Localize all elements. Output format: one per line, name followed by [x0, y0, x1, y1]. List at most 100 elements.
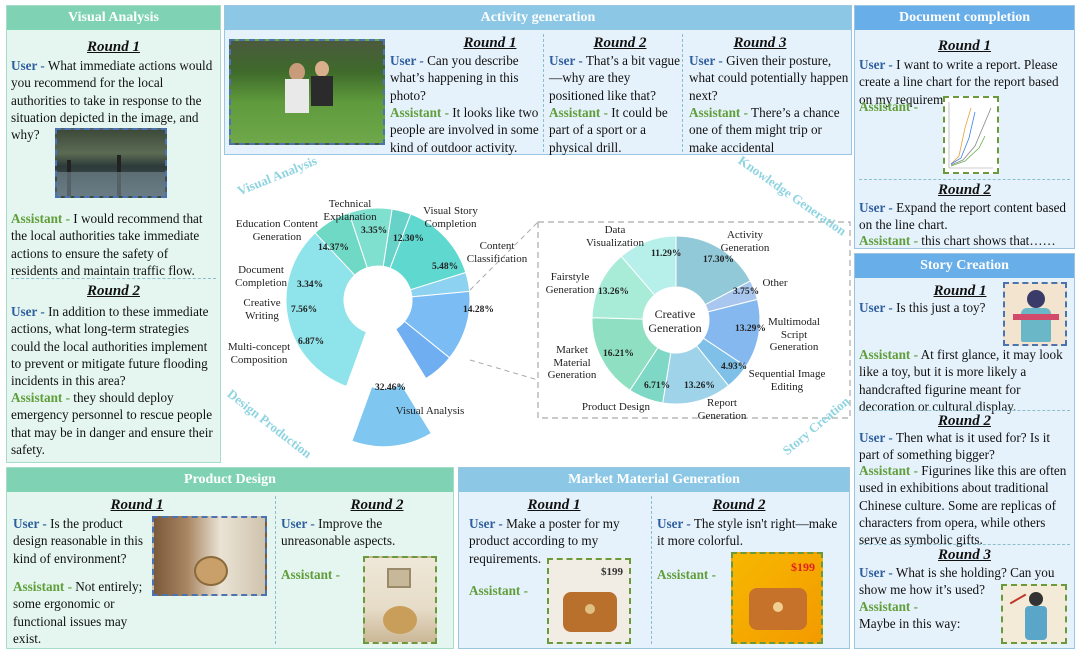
slice-label: Document Completion — [235, 264, 287, 289]
round-label: Round 1 — [938, 38, 991, 54]
slice-label: Technical Explanation — [323, 198, 377, 223]
panel-title: Market Material Generation — [459, 468, 849, 492]
toilet-image-original — [152, 516, 267, 596]
panel-title: Activity generation — [225, 6, 851, 30]
slice-value: 4.93% — [721, 362, 748, 372]
user-message: User - Then what is it used for? Is it p… — [859, 430, 1051, 463]
round-label: Round 3 — [733, 35, 787, 51]
visual-analysis-panel: Visual Analysis Round 1 User - What imme… — [6, 5, 221, 463]
user-message: User - Is the product design reasonable … — [13, 516, 144, 566]
assistant-label: Assistant - — [657, 567, 716, 582]
assistant-label: Assistant - — [859, 599, 918, 614]
slice-value: 6.71% — [644, 381, 671, 391]
assistant-message: Assistant - It could be part of a sport … — [549, 105, 668, 155]
slice-value: 14.37% — [318, 243, 349, 253]
round-label: Round 1 — [527, 497, 581, 513]
document-completion-panel: Document completion Round 1 User - I wan… — [854, 5, 1075, 249]
assistant-message: Assistant - I would recommend that the l… — [11, 211, 203, 278]
slice-value: 14.28% — [463, 305, 494, 315]
activity-photo — [229, 39, 385, 145]
slice-label: Visual Analysis — [395, 405, 465, 417]
slice-value: 7.56% — [291, 305, 318, 315]
pie-slice — [395, 320, 451, 380]
assistant-message: Assistant - they should deploy emergency… — [11, 390, 213, 457]
assistant-message: Assistant - this chart shows that…… — [859, 233, 1056, 248]
market-material-panel: Market Material Generation Round 1 User … — [458, 467, 850, 649]
product-design-panel: Product Design Round 1 User - Is the pro… — [6, 467, 454, 649]
activity-generation-panel: Activity generation Round 1 User - Can y… — [224, 5, 852, 155]
slice-label: Market Material Generation — [547, 344, 597, 381]
user-message: User - Make a poster for my product acco… — [469, 516, 620, 566]
panel-title: Story Creation — [855, 254, 1074, 278]
panel-title: Product Design — [7, 468, 453, 492]
assistant-message: Maybe in this way: — [859, 616, 961, 631]
user-message: User - Is this just a toy? — [859, 300, 986, 315]
user-message: User - What immediate actions would you … — [11, 58, 213, 143]
pie-slice — [620, 235, 677, 296]
round-label: Round 1 — [463, 35, 517, 51]
slice-value: 32.46% — [375, 383, 406, 393]
assistant-label: Assistant - — [281, 567, 340, 582]
poster-image-colorful: $199 — [731, 552, 823, 644]
slice-value: 6.87% — [298, 337, 325, 347]
assistant-label: Assistant - — [469, 583, 528, 598]
slice-value: 13.29% — [735, 324, 766, 334]
slice-label: Product Design — [581, 401, 651, 413]
slice-label: Visual Story Completion — [423, 205, 478, 230]
user-message: User - In addition to these immediate ac… — [11, 304, 209, 389]
user-message: User - The style isn't right—make it mor… — [657, 516, 838, 549]
slice-value: 3.75% — [733, 287, 760, 297]
round-label: Round 3 — [938, 547, 991, 563]
pie-slice — [285, 232, 367, 388]
user-message: User - Can you describe what’s happening… — [390, 53, 519, 103]
panel-title: Document completion — [855, 6, 1074, 30]
slice-label: Education Content Generation — [235, 218, 319, 243]
user-message: User - What is she holding? Can you show… — [859, 565, 1055, 598]
assistant-message: Assistant - Figurines like this are ofte… — [859, 463, 1067, 548]
round-label: Round 2 — [87, 283, 140, 299]
round-label: Round 2 — [593, 35, 647, 51]
round-label: Round 2 — [938, 413, 991, 429]
slice-value: 11.29% — [651, 249, 682, 259]
user-message: User - Given their posture, what could p… — [689, 53, 849, 103]
round-label: Round 1 — [87, 39, 140, 55]
slice-label: Content Classification — [466, 240, 528, 265]
figurine-drawing-image — [1001, 584, 1067, 644]
slice-label: Creative Writing — [243, 297, 281, 322]
slice-value: 12.30% — [393, 234, 424, 244]
poster-image-original: $199 — [547, 558, 631, 644]
round-label: Round 1 — [933, 283, 987, 299]
line-chart-image — [943, 96, 999, 174]
user-message: User - Expand the report content based o… — [859, 200, 1067, 233]
price-text: $199 — [791, 560, 815, 574]
user-message: User - That’s a bit vague—why are they p… — [549, 53, 680, 103]
round-label: Round 2 — [350, 497, 404, 513]
callout-line — [469, 359, 539, 381]
figurine-image — [1003, 282, 1067, 346]
assistant-message: Assistant - There’s a chance one of them… — [689, 105, 840, 155]
slice-value: 3.35% — [361, 226, 388, 236]
flood-image — [55, 128, 167, 198]
slice-label: Multi-concept Composition — [227, 341, 291, 366]
assistant-message: Assistant - Not entirely; some ergonomic… — [13, 579, 143, 646]
user-message: User - Improve the unreasonable aspects. — [281, 516, 396, 549]
price-text: $199 — [601, 566, 623, 578]
slice-label: Other — [762, 277, 788, 289]
slice-label: Data Visualization — [586, 224, 644, 249]
slice-label: Activity Generation — [720, 229, 770, 254]
round-label: Round 1 — [110, 497, 164, 513]
round-label: Round 2 — [712, 497, 766, 513]
slice-value: 5.48% — [432, 262, 459, 272]
assistant-message: Assistant - It looks like two people are… — [390, 105, 539, 155]
user-message: User - I want to write a report. Please … — [859, 57, 1059, 107]
story-creation-panel: Story Creation Round 1 User - Is this ju… — [854, 253, 1075, 649]
callout-line — [469, 221, 539, 291]
slice-value: 17.30% — [703, 255, 734, 265]
callout-box — [537, 221, 851, 419]
slice-value: 13.26% — [684, 381, 715, 391]
slice-label: Sequential Image Editing — [748, 368, 826, 393]
line-chart-thumbnail-icon — [948, 102, 993, 169]
slice-label: Report Generation — [697, 397, 747, 422]
toilet-image-improved — [363, 556, 437, 644]
